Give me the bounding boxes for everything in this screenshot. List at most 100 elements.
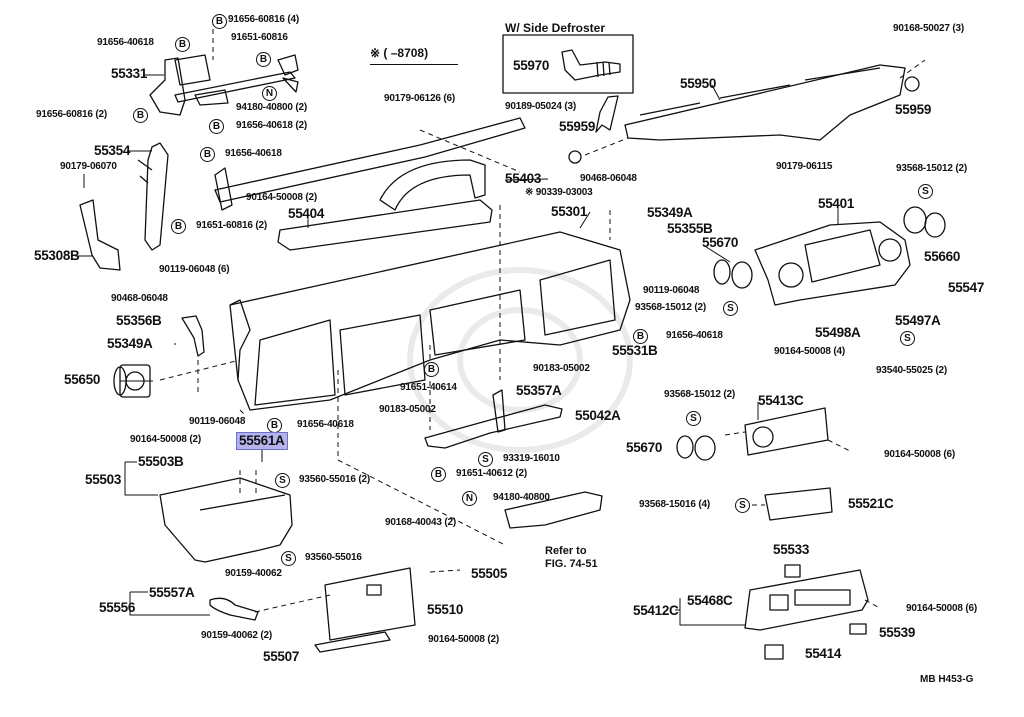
part-label-90164-50008-6a[interactable]: 90164-50008 (6) [884,449,955,460]
part-label-55355B[interactable]: 55355B [667,221,713,236]
part-label-55413C[interactable]: 55413C [758,393,804,408]
part-55403-hood[interactable] [379,159,486,211]
part-55959-grommet-b[interactable] [904,76,920,92]
part-55521C-pocket[interactable] [764,487,833,521]
part-55670-vent-a[interactable] [713,259,753,289]
part-label-55354[interactable]: 55354 [94,143,131,158]
part-label-55531B[interactable]: 55531B [612,343,658,358]
part-label-55356B[interactable]: 55356B [116,313,162,328]
part-label-55533[interactable]: 55533 [773,542,810,557]
part-label-55503B[interactable]: 55503B [138,454,184,469]
part-label-93560-55016-2[interactable]: 93560-55016 (2) [299,474,370,485]
part-label-90164-50008-2c[interactable]: 90164-50008 (2) [428,634,499,645]
part-label-55401[interactable]: 55401 [818,196,855,211]
part-label-55650[interactable]: 55650 [64,372,101,387]
part-55354-brace[interactable] [137,142,169,251]
part-label-55670-b[interactable]: 55670 [626,440,663,455]
part-55356B-bracket[interactable] [181,315,205,357]
part-label-94180-40800[interactable]: 94180-40800 [493,492,550,503]
part-label-93568-15012-2b[interactable]: 93568-15012 (2) [896,163,967,174]
part-label-93319-16010[interactable]: 93319-16010 [503,453,560,464]
part-55308B-bracket[interactable] [79,199,121,271]
part-label-90119-06048-b[interactable]: 90119-06048 [643,285,700,296]
part-label-55950[interactable]: 55950 [680,76,717,91]
part-55503-glove-box[interactable] [159,477,293,563]
part-label-91651-40614[interactable]: 91651-40614 [400,382,457,393]
part-label-90468-06048-a[interactable]: 90468-06048 [111,293,168,304]
part-label-91651-40612-2[interactable]: 91651-40612 (2) [456,468,527,479]
part-label-90164-50008-2b[interactable]: 90164-50008 (2) [130,434,201,445]
part-defroster-strip[interactable] [214,117,526,211]
part-label-55510[interactable]: 55510 [427,602,464,617]
part-label-55404[interactable]: 55404 [288,206,325,221]
part-label-91656-60816-4[interactable]: 91656-60816 (4) [228,14,299,25]
part-label-55539[interactable]: 55539 [879,625,916,640]
part-label-55959-a[interactable]: 55959 [559,119,596,134]
part-label-55503[interactable]: 55503 [85,472,122,487]
part-55412C-panel[interactable] [744,569,869,631]
part-label-90164-50008-6b[interactable]: 90164-50008 (6) [906,603,977,614]
part-label-93568-15016-4[interactable]: 93568-15016 (4) [639,499,710,510]
part-label-90164-50008-4[interactable]: 90164-50008 (4) [774,346,845,357]
part-label-90179-06126-6[interactable]: 90179-06126 (6) [384,93,455,104]
part-label-55556[interactable]: 55556 [99,600,136,615]
part-label-55497A[interactable]: 55497A [895,313,941,328]
part-55660-vent[interactable] [903,206,946,238]
part-55404-pad[interactable] [277,199,493,251]
part-label-91656-40618-d[interactable]: 91656-40618 [666,330,723,341]
part-55413C-panel[interactable] [744,407,829,456]
part-label-93560-55016[interactable]: 93560-55016 [305,552,362,563]
part-label-93568-15012-2c[interactable]: 93568-15012 (2) [664,389,735,400]
part-label-55468C[interactable]: 55468C [687,593,733,608]
part-label-55505[interactable]: 55505 [471,566,508,581]
part-label-90183-05002-b[interactable]: 90183-05002 [533,363,590,374]
part-label-55349A-a[interactable]: 55349A [107,336,153,351]
part-label-55357A[interactable]: 55357A [516,383,562,398]
part-label-91656-40618-b[interactable]: 91656-40618 [225,148,282,159]
part-label-90179-06115[interactable]: 90179-06115 [776,161,833,172]
part-label-55970[interactable]: 55970 [513,58,550,73]
part-label-90168-50027-3[interactable]: 90168-50027 (3) [893,23,964,34]
part-label-93540-55025-2[interactable]: 93540-55025 (2) [876,365,947,376]
part-label-90159-40062-a[interactable]: 90159-40062 [225,568,282,579]
part-label-90168-40043-2[interactable]: 90168-40043 (2) [385,517,456,528]
part-label-55660[interactable]: 55660 [924,249,961,264]
part-label-55521C[interactable]: 55521C [848,496,894,511]
part-label-90164-50008-2a[interactable]: 90164-50008 (2) [246,192,317,203]
part-55670-vent-b[interactable] [676,435,716,461]
part-label-55412C[interactable]: 55412C [633,603,679,618]
part-label-90468-06048-b[interactable]: 90468-06048 [580,173,637,184]
part-55950-duct[interactable] [624,64,906,141]
part-label-55349A-b[interactable]: 55349A [647,205,693,220]
part-label-55403[interactable]: 55403 [505,171,542,186]
part-55533-knob[interactable] [784,564,801,578]
part-label-91651-60816[interactable]: 91651-60816 [231,32,288,43]
part-label-91656-40618-2[interactable]: 91656-40618 (2) [236,120,307,131]
part-label-90189-05024-3[interactable]: 90189-05024 (3) [505,101,576,112]
part-label-55301[interactable]: 55301 [551,204,588,219]
part-55556-cable[interactable] [209,597,259,621]
part-label-91651-60816-2[interactable]: 91651-60816 (2) [196,220,267,231]
part-55401-cluster-panel[interactable] [754,221,911,306]
part-label-55308B[interactable]: 55308B [34,248,80,263]
part-label-55557A[interactable]: 55557A [149,585,195,600]
part-label-90119-06048-a[interactable]: 90119-06048 [189,416,246,427]
part-55539-knob[interactable] [849,623,867,635]
part-label-55561A[interactable]: 55561A [236,432,288,450]
part-55510-glove-door[interactable] [324,567,416,641]
part-label-90183-05002-a[interactable]: 90183-05002 [379,404,436,415]
part-55414-knob[interactable] [764,644,784,660]
part-label-91656-60816-2[interactable]: 91656-60816 (2) [36,109,107,120]
part-label-55547[interactable]: 55547 [948,280,985,295]
part-label-55414[interactable]: 55414 [805,646,842,661]
part-label-55670-a[interactable]: 55670 [702,235,739,250]
part-55970-duct[interactable] [561,49,621,81]
part-55507-hinge[interactable] [314,631,391,653]
part-label-94180-40800-2[interactable]: 94180-40800 (2) [236,102,307,113]
part-label-55507[interactable]: 55507 [263,649,300,664]
part-label-90159-40062-2[interactable]: 90159-40062 (2) [201,630,272,641]
part-label-90119-06048-6[interactable]: 90119-06048 (6) [159,264,230,275]
part-label-91656-40618-c[interactable]: 91656-40618 [297,419,354,430]
part-label-55331[interactable]: 55331 [111,66,148,81]
part-label-90179-06070[interactable]: 90179-06070 [60,161,117,172]
